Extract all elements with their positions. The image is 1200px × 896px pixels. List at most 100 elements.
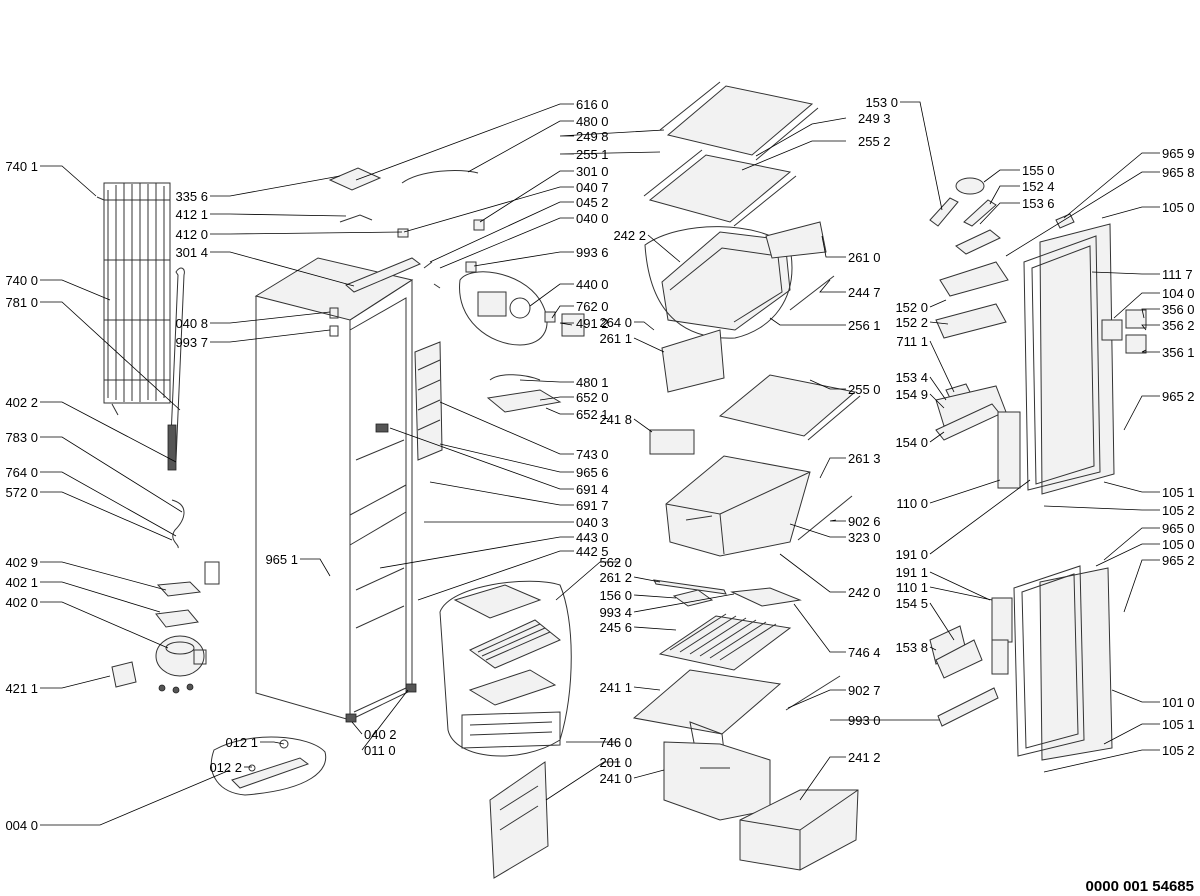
callout-110-0: 110 0	[896, 496, 928, 511]
callout-152-0: 152 0	[895, 300, 928, 315]
hinge-group	[210, 736, 327, 796]
callout-740-0: 740 0	[5, 273, 38, 288]
callout-652-0: 652 0	[576, 390, 609, 405]
ice-tray	[672, 589, 714, 607]
callout-242-0: 242 0	[848, 585, 881, 600]
diagram-code: 0000 001 54685	[1086, 878, 1194, 895]
callout-965-2b: 965 2	[1162, 553, 1195, 568]
evaporator-panel	[414, 341, 443, 461]
drawer-rail	[785, 675, 841, 711]
callout-746-4: 746 4	[848, 645, 881, 660]
callout-241-2: 241 2	[848, 750, 881, 765]
callout-040-0: 040 0	[576, 211, 609, 226]
door-bins-upper	[929, 177, 1075, 441]
callout-241-0: 241 0	[599, 771, 632, 786]
callout-110-1: 110 1	[896, 580, 928, 595]
callout-616-0: 616 0	[576, 97, 609, 112]
callout-241-8: 241 8	[599, 412, 632, 427]
callout-402-1: 402 1	[5, 575, 38, 590]
capillary-tube	[171, 499, 185, 549]
callout-154-0: 154 0	[895, 435, 928, 450]
callout-743-0: 743 0	[576, 447, 609, 462]
callout-993-7: 993 7	[175, 335, 208, 350]
callout-040-7: 040 7	[576, 180, 609, 195]
callout-691-4: 691 4	[576, 482, 609, 497]
vegetable-box	[649, 429, 853, 557]
callout-491-2: 491 2	[576, 316, 609, 331]
callout-156-0: 156 0	[599, 588, 632, 603]
callout-993-4: 993 4	[599, 605, 632, 620]
callout-356-0: 356 0	[1162, 302, 1195, 317]
callout-255-2: 255 2	[858, 134, 891, 149]
callout-356-2: 356 2	[1162, 318, 1195, 333]
cabinet-body	[254, 257, 417, 723]
callout-902-6: 902 6	[848, 514, 881, 529]
side-rail	[661, 329, 725, 393]
callout-301-4: 301 4	[175, 245, 208, 260]
callout-154-5: 154 5	[895, 596, 928, 611]
callout-740-1: 740 1	[5, 159, 38, 174]
callout-480-0: 480 0	[576, 114, 609, 129]
callout-402-2: 402 2	[5, 395, 38, 410]
callout-691-7: 691 7	[576, 498, 609, 513]
callout-412-0: 412 0	[175, 227, 208, 242]
callout-323-0: 323 0	[848, 530, 881, 545]
callout-154-9: 154 9	[895, 387, 928, 402]
leader-lines	[40, 101, 1160, 826]
callout-105-0a: 105 0	[1162, 200, 1195, 215]
callout-191-1: 191 1	[895, 565, 928, 580]
callout-152-4: 152 4	[1022, 179, 1055, 194]
fan-motor-group	[459, 271, 585, 346]
parts-drawing	[96, 81, 1147, 879]
callout-105-2b: 105 2	[1162, 743, 1195, 758]
callout-012-1: 012 1	[225, 735, 258, 750]
callout-101-0: 101 0	[1162, 695, 1195, 710]
callout-480-1: 480 1	[576, 375, 609, 390]
top-trim	[345, 257, 421, 293]
freezer-door	[991, 565, 1113, 761]
callout-105-1b: 105 1	[1162, 717, 1195, 732]
callout-152-2: 152 2	[895, 315, 928, 330]
callout-993-6: 993 6	[576, 245, 609, 260]
wire-shelf	[658, 613, 792, 671]
callout-155-0: 155 0	[1022, 163, 1055, 178]
callout-105-0b: 105 0	[1162, 537, 1195, 552]
callout-105-2a: 105 2	[1162, 503, 1195, 518]
callout-965-0: 965 0	[1162, 521, 1195, 536]
callout-241-1: 241 1	[599, 680, 632, 695]
callout-153-4: 153 4	[895, 370, 928, 385]
callout-421-1: 421 1	[5, 681, 38, 696]
callout-261-3: 261 3	[848, 451, 881, 466]
freezer-drawers	[632, 669, 859, 871]
callout-153-6: 153 6	[1022, 196, 1055, 211]
callout-781-0: 781 0	[5, 295, 38, 310]
callout-012-2: 012 2	[209, 760, 242, 775]
callout-245-6: 245 6	[599, 620, 632, 635]
rail-bar	[653, 579, 727, 595]
callout-783-0: 783 0	[5, 430, 38, 445]
callout-301-0: 301 0	[576, 164, 609, 179]
callout-249-3: 249 3	[858, 111, 891, 126]
callout-965-9: 965 9	[1162, 146, 1195, 161]
callout-264-0: 264 0	[599, 315, 632, 330]
callout-255-1: 255 1	[576, 147, 609, 162]
compressor-group	[111, 561, 220, 694]
callout-261-2: 261 2	[599, 570, 632, 585]
callout-335-6: 335 6	[175, 189, 208, 204]
callout-104-0: 104 0	[1162, 286, 1195, 301]
divider	[765, 221, 827, 259]
rail	[789, 275, 835, 311]
callout-572-0: 572 0	[5, 485, 38, 500]
callout-402-0: 402 0	[5, 595, 38, 610]
callout-045-2: 045 2	[576, 195, 609, 210]
callout-244-7: 244 7	[848, 285, 881, 300]
control-parts-top	[328, 167, 485, 289]
callout-746-0: 746 0	[599, 735, 632, 750]
callout-412-1: 412 1	[175, 207, 208, 222]
glass-shelves	[643, 81, 861, 441]
callout-004-0: 004 0	[5, 818, 38, 833]
callout-261-1: 261 1	[599, 331, 632, 346]
